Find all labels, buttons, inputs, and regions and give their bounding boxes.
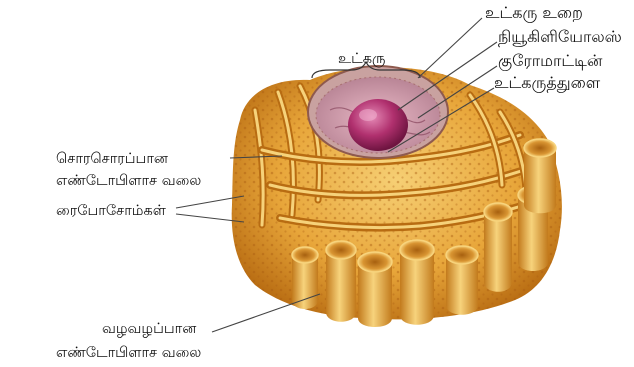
label-chromatin: குரோமாட்டின் bbox=[498, 52, 602, 70]
label-nuclear-envelope: உட்கரு உறை bbox=[485, 4, 583, 22]
label-smooth-er-line1: வழவழப்பான bbox=[102, 320, 196, 338]
label-ribosomes: ரைபோசோம்கள் bbox=[56, 202, 166, 220]
label-nucleus: உட்கரு bbox=[338, 50, 385, 68]
label-nucleolus: நியூகிளியோலஸ் bbox=[498, 28, 622, 46]
label-rough-er-line2: எண்டோபிளாச வலை bbox=[56, 172, 201, 190]
nucleolus-blob bbox=[348, 99, 408, 151]
label-smooth-er-line2: எண்டோபிளாச வலை bbox=[56, 344, 201, 362]
label-nuclear-pore: உட்கருத்துளை bbox=[494, 74, 600, 92]
label-rough-er-line1: சொரசொரப்பான bbox=[56, 150, 168, 168]
